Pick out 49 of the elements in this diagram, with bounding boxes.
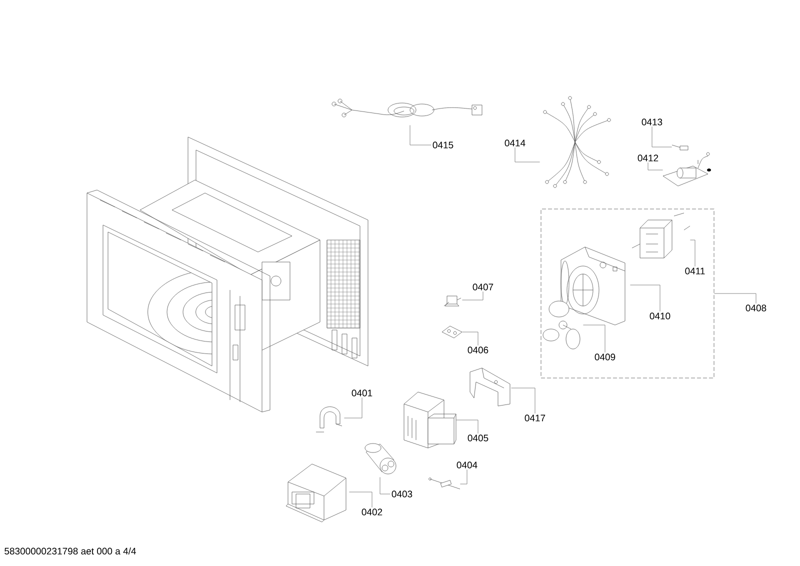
callout-number: 0406 <box>468 346 488 354</box>
callout-number: 0409 <box>594 354 616 360</box>
leader-line <box>648 162 663 170</box>
callout-number: 0411 <box>685 268 705 274</box>
leader-line <box>410 125 432 146</box>
callout-number: 0413 <box>642 118 662 126</box>
callout-number: 0402 <box>362 508 382 516</box>
leader-line <box>460 469 468 484</box>
callout-number: 0403 <box>392 490 412 498</box>
callout-number: 0404 <box>456 462 478 468</box>
bracket-drawing <box>470 368 510 406</box>
circuit-board-drawing <box>662 152 711 186</box>
leader-line <box>690 240 696 267</box>
diode-drawing <box>428 478 460 490</box>
callout-number: 0401 <box>352 390 372 396</box>
callout-number: 0414 <box>504 140 526 146</box>
callout-number: 0408 <box>746 304 766 312</box>
clamp-drawing <box>316 406 342 432</box>
callout-number: 0405 <box>468 434 488 442</box>
magnetron-drawing <box>404 392 456 448</box>
capacitor-drawing <box>364 443 396 474</box>
callout-number: 0415 <box>432 142 454 148</box>
wire-bundle-drawing <box>543 96 611 188</box>
leader-line <box>583 324 606 353</box>
leader-line <box>511 388 536 414</box>
leader-line <box>652 126 672 148</box>
leader-line <box>344 397 362 418</box>
callout-number: 0410 <box>650 312 670 320</box>
leader-line <box>349 492 372 508</box>
pin-drawing <box>672 144 688 150</box>
transformer-drawing <box>286 464 346 522</box>
document-number: 58300000231798 aet 000 a 4/4 <box>4 548 136 554</box>
fan-blade-drawing <box>542 300 580 350</box>
plate-drawing <box>442 326 462 338</box>
fan-housing-drawing <box>560 246 626 326</box>
leader-line <box>380 477 390 494</box>
leader-line <box>714 293 756 304</box>
wire-harness-drawing <box>332 98 482 118</box>
sensor-drawing <box>444 296 462 306</box>
callout-number: 0407 <box>472 284 494 290</box>
dashed-frame <box>540 208 714 378</box>
fan-motor-drawing <box>632 212 690 258</box>
callout-number: 0417 <box>524 414 546 422</box>
leader-line <box>630 284 660 312</box>
leader-line <box>462 332 478 346</box>
leader-line <box>462 291 484 300</box>
leader-line <box>456 420 478 434</box>
callout-number: 0412 <box>638 154 658 162</box>
leader-line <box>514 147 540 162</box>
